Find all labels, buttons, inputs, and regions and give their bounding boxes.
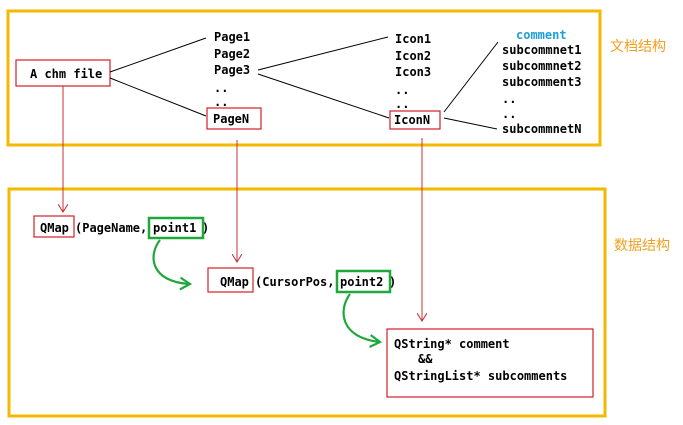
point2-label: point2 [340, 275, 383, 289]
map1-prefix: QMap [40, 221, 69, 235]
data-structure-frame [7, 187, 607, 418]
iconn-label: IconN [394, 113, 430, 127]
comment-title: comment [516, 28, 567, 42]
subcomment-item: subcomment3 [502, 75, 581, 89]
strings-line-subcomments: QStringList* subcomments [394, 369, 567, 383]
subcomment-item: .. [502, 92, 516, 106]
data-structure-label: 数据结构 [614, 238, 670, 254]
connector-icon-subcommentn [443, 117, 498, 130]
page-item: Page2 [214, 47, 250, 61]
map1-args: (PageName, [75, 221, 147, 235]
page-item: .. [214, 95, 228, 109]
map2-close: ) [389, 275, 396, 289]
connector-icon-comments [443, 41, 499, 113]
pagen-box [206, 107, 262, 130]
page-item: Page3 [214, 63, 250, 77]
icon-item: Icon1 [395, 32, 431, 46]
doc-structure-frame [6, 9, 602, 147]
iconn-box [389, 110, 441, 130]
strings-line-comment: QString* comment [394, 337, 510, 351]
connector-root-pagen [109, 77, 207, 117]
connector-root-pages [109, 37, 207, 73]
strings-box [386, 328, 594, 398]
map2-prefix: QMap [220, 275, 249, 289]
icon-item: Icon3 [395, 65, 431, 79]
subcomment-item: subcommnet2 [502, 59, 581, 73]
strings-line-and: && [418, 352, 433, 366]
green-arrow-point1-to-map2 [152, 239, 190, 284]
icon-item: .. [395, 83, 409, 97]
point2-box [335, 269, 392, 294]
map1-box [33, 215, 75, 238]
root-label: A chm file [30, 67, 102, 81]
point1-label: point1 [153, 221, 196, 235]
green-arrow-point2-to-strings [342, 293, 380, 342]
pagen-label: PageN [213, 112, 249, 126]
icon-item: .. [395, 97, 409, 111]
map2-args: (CursorPos, [255, 275, 334, 289]
subcomment-item: subcommnetN [502, 122, 581, 136]
map1-close: ) [202, 221, 209, 235]
connector-page-iconn [257, 73, 390, 119]
point1-box [147, 216, 205, 240]
page-item: Page1 [214, 30, 250, 44]
map2-box [207, 267, 254, 293]
subcomment-item: .. [502, 107, 516, 121]
subcomment-item: subcommnet1 [502, 43, 581, 57]
page-item: .. [214, 81, 228, 95]
connector-page-icons [257, 36, 389, 71]
icon-item: Icon2 [395, 49, 431, 63]
doc-structure-label: 文档结构 [610, 39, 666, 55]
